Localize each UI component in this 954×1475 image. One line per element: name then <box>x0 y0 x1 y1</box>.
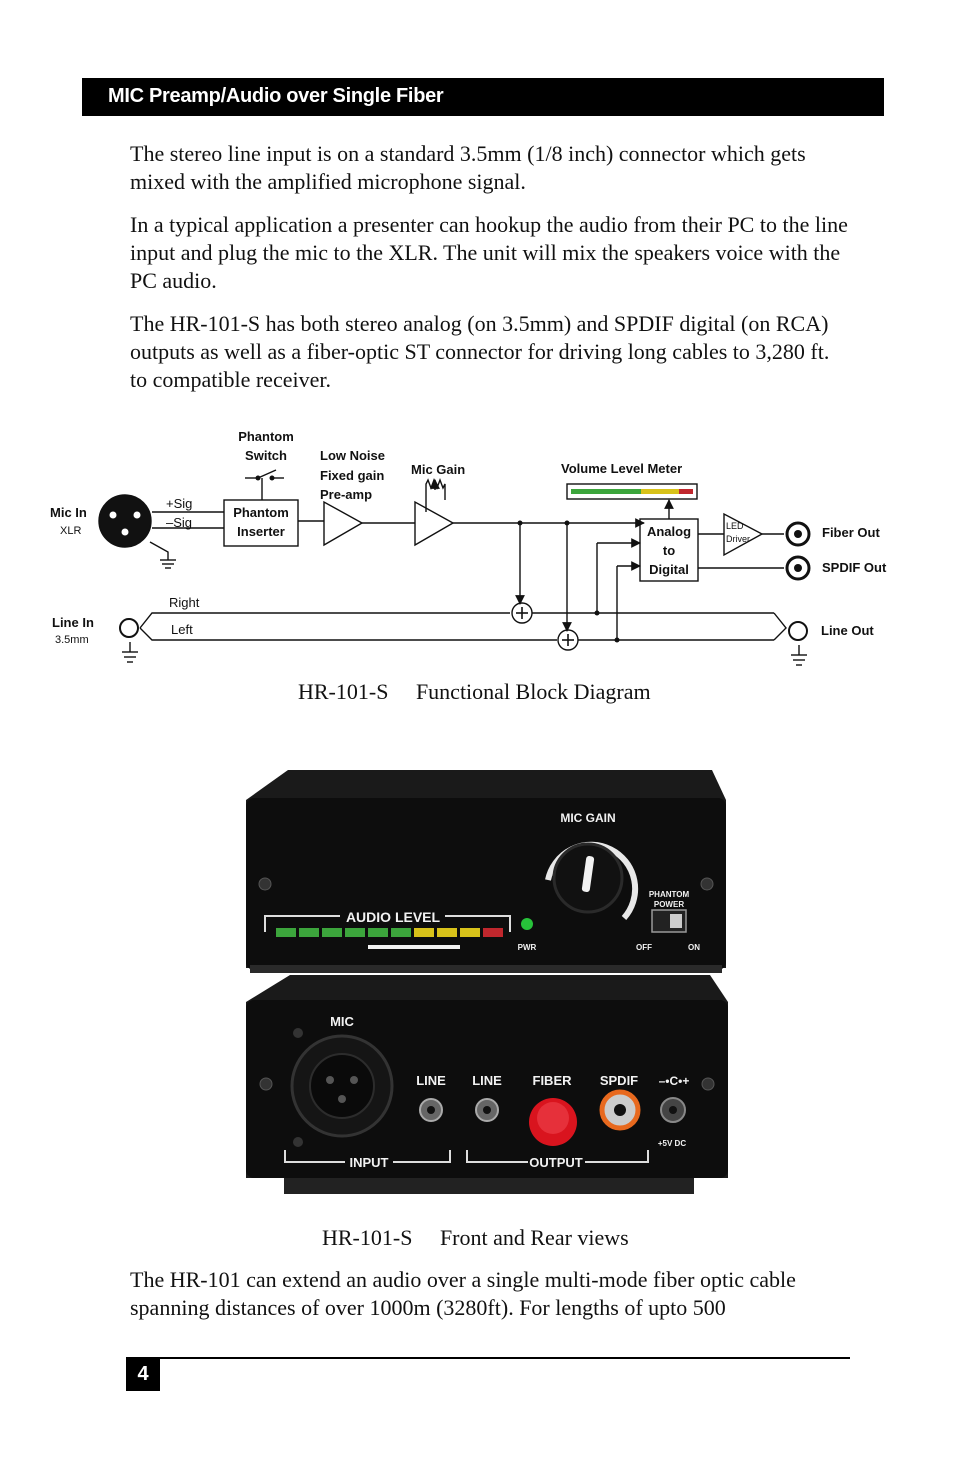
label-adc-3: Digital <box>649 562 689 577</box>
label-right: Right <box>169 595 200 610</box>
page-number-box: 4 <box>126 1357 160 1391</box>
rear-label-dc: +5V DC <box>658 1139 686 1148</box>
label-volume-meter: Volume Level Meter <box>561 461 682 476</box>
paragraph-typical-application: In a typical application a presenter can… <box>130 212 848 293</box>
footer-rule <box>160 1357 850 1359</box>
page-number: 4 <box>137 1363 149 1385</box>
section-header-bar: MIC Preamp/Audio over Single Fiber <box>82 78 884 116</box>
front-label-off: OFF <box>636 943 652 952</box>
label-line-in-sub: 3.5mm <box>55 634 89 646</box>
section-title: MIC Preamp/Audio over Single Fiber <box>108 85 444 107</box>
label-low-noise-1: Low Noise <box>320 448 385 463</box>
label-low-noise-2: Fixed gain <box>320 468 384 483</box>
rear-label-output: OUTPUT <box>529 1155 583 1170</box>
label-line-in: Line In <box>52 615 94 630</box>
label-sig-minus: –Sig <box>166 515 192 530</box>
front-label-mic-gain: MIC GAIN <box>560 811 615 825</box>
xlr-connector-icon <box>98 494 152 548</box>
label-led-driver-1: LED <box>726 521 744 531</box>
label-mic-gain: Mic Gain <box>411 462 465 477</box>
paragraph-line-input: The stereo line input is on a standard 3… <box>130 141 806 194</box>
label-adc-2: to <box>663 543 675 558</box>
label-phantom-inserter-1: Phantom <box>233 505 289 520</box>
rear-label-spdif: SPDIF <box>600 1073 638 1088</box>
audio-level-leds <box>276 928 503 937</box>
front-label-on: ON <box>688 943 700 952</box>
label-sig-plus: +Sig <box>166 496 192 511</box>
label-phantom-inserter-2: Inserter <box>237 524 285 539</box>
rear-label-input: INPUT <box>350 1155 389 1170</box>
rear-label-line-in: LINE <box>416 1073 446 1088</box>
paragraph-outputs: The HR-101-S has both stereo analog (on … <box>130 311 830 392</box>
label-adc-1: Analog <box>647 524 691 539</box>
front-label-pwr: PWR <box>518 943 537 952</box>
rear-label-mic: MIC <box>330 1014 354 1029</box>
paragraph-fiber-extension: The HR-101 can extend an audio over a si… <box>130 1267 796 1320</box>
rear-label-fiber: FIBER <box>533 1073 573 1088</box>
label-led-driver-2: Driver <box>726 534 750 544</box>
label-left: Left <box>171 622 193 637</box>
product-photo: MIC GAIN AUDIO LEVEL PWR PHANTOM POWER O… <box>246 770 728 1194</box>
front-label-audio-level: AUDIO LEVEL <box>346 909 441 925</box>
label-phantom-switch-1: Phantom <box>238 429 294 444</box>
functional-block-diagram: Phantom Switch Low Noise Fixed gain Pre-… <box>50 429 887 666</box>
front-label-phantom: PHANTOM <box>649 890 690 899</box>
label-spdif-out: SPDIF Out <box>822 560 887 575</box>
label-mic-in-sub: XLR <box>60 525 81 537</box>
label-low-noise-3: Pre-amp <box>320 487 372 502</box>
rear-label-line-out: LINE <box>472 1073 502 1088</box>
rear-label-polarity: –•C•+ <box>659 1074 690 1088</box>
label-mic-in: Mic In <box>50 505 87 520</box>
front-label-power: POWER <box>654 900 684 909</box>
pwr-led-icon <box>521 918 533 930</box>
line-in-jack-icon <box>119 618 139 638</box>
label-line-out: Line Out <box>821 623 874 638</box>
line-out-jack-icon <box>788 621 808 641</box>
label-fiber-out: Fiber Out <box>822 525 880 540</box>
caption-block-diagram: HR-101-S Functional Block Diagram <box>298 679 651 704</box>
label-phantom-switch-2: Switch <box>245 448 287 463</box>
caption-front-rear-views: HR-101-S Front and Rear views <box>322 1225 629 1250</box>
